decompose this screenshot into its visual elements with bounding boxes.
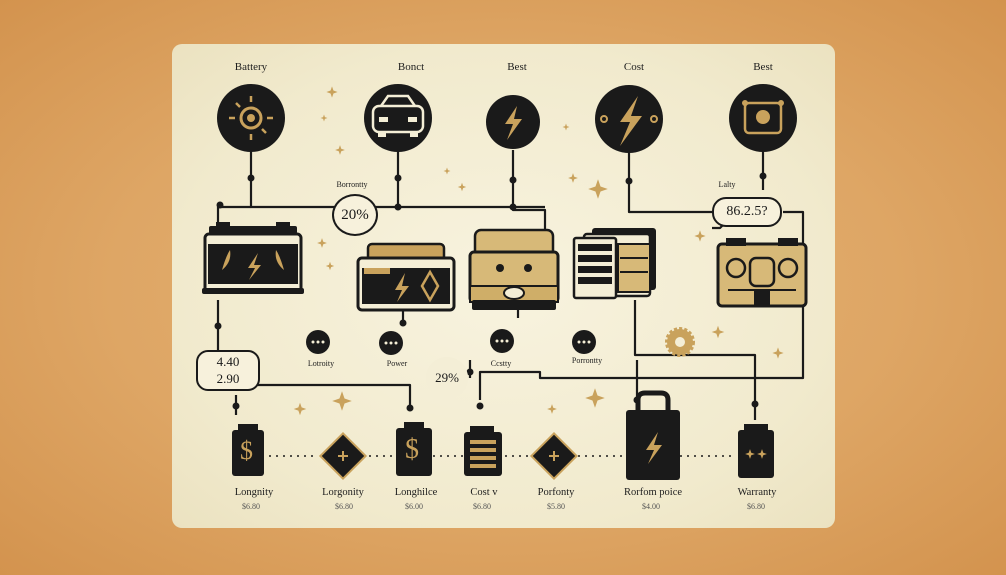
bottom-price-5: $5.80	[547, 502, 565, 511]
right-value-badge: 86.2.5?	[712, 197, 782, 227]
bottom-label-5: Porfonty	[537, 487, 575, 498]
bottom-label-3: Longhilce	[394, 487, 438, 498]
bottom-label-1: Longnity	[234, 487, 274, 498]
middle-percent-badge: 29%	[426, 357, 468, 399]
side-value-badge: 4.40 2.90	[196, 350, 260, 391]
bottom-price-4: $6.80	[473, 502, 491, 511]
side-value-line1: 4.40	[216, 354, 240, 369]
right-value-caption: Lalty	[718, 180, 736, 189]
dollar-glyph: $	[405, 434, 419, 465]
middle-label-4: Porrontty	[571, 356, 603, 365]
left-percent-badge: 20%	[332, 194, 378, 236]
top-label-bonct: Bonct	[397, 61, 425, 73]
bottom-price-7: $6.80	[747, 502, 765, 511]
top-label-battery: Battery	[234, 61, 268, 73]
middle-label-2: Power	[386, 359, 408, 368]
bottom-label-2: Lorgonity	[322, 487, 364, 498]
bottom-label-7: Warranty	[737, 487, 777, 498]
diagram-panel	[172, 44, 835, 528]
side-value-line2: 2.90	[216, 371, 240, 386]
middle-label-1: Lotroity	[307, 359, 335, 368]
dollar-glyph: $	[240, 436, 253, 465]
bottom-label-4: Cost v	[470, 487, 498, 498]
bottom-label-6: Rorfom poice	[623, 487, 683, 498]
bottom-price-2: $6.80	[335, 502, 353, 511]
left-percent-caption: Borrontty	[336, 180, 368, 189]
top-label-cost: Cost	[623, 61, 645, 73]
bottom-price-6: $4.00	[642, 502, 660, 511]
bottom-price-1: $6.80	[242, 502, 260, 511]
middle-label-3: Ccstty	[490, 359, 512, 368]
top-label-best-2: Best	[753, 61, 773, 73]
bottom-price-3: $6.00	[405, 502, 423, 511]
top-label-best: Best	[507, 61, 527, 73]
